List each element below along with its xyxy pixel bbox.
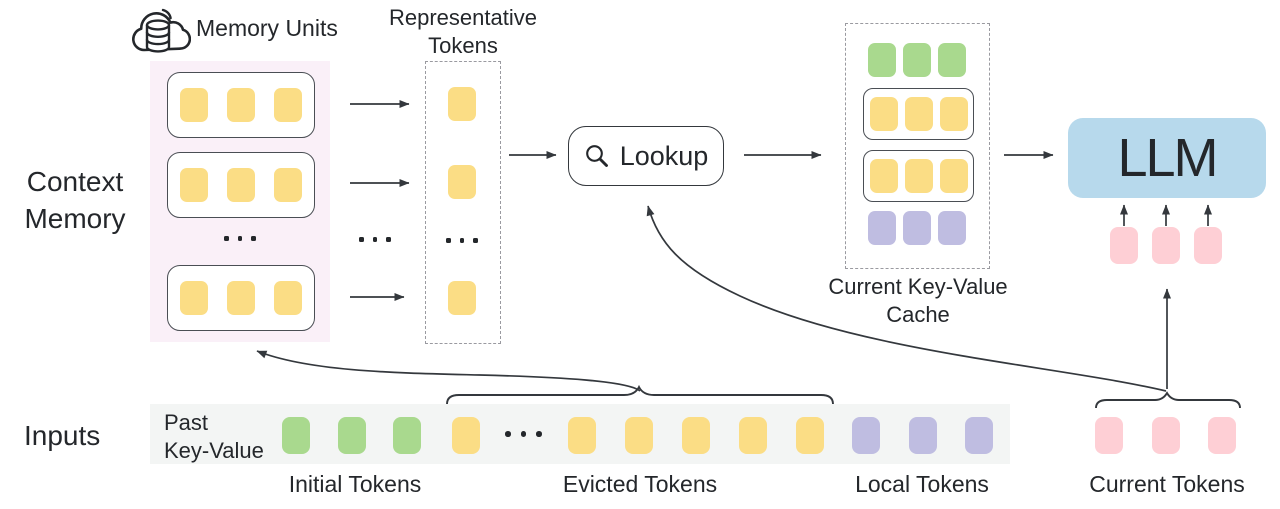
current-kv-cache-box [845, 23, 990, 269]
token-yellow [274, 281, 302, 315]
token-green [337, 417, 366, 454]
token-pink [1095, 417, 1123, 454]
lookup-button: Lookup [568, 126, 724, 186]
token-green [868, 43, 896, 77]
token-pink [1110, 227, 1138, 264]
initial-tokens-label: Initial Tokens [288, 471, 422, 497]
context-memory-panel [150, 61, 330, 342]
representative-tokens-label: Representative Tokens [389, 5, 537, 59]
curve-evicted-to-context-memory [256, 350, 641, 392]
brace-current-tokens [1095, 391, 1241, 409]
past-key-value-label: Past Key-Value [164, 410, 264, 464]
token-purple [938, 211, 966, 245]
cache-memory-row [863, 88, 974, 140]
token-purple [903, 211, 931, 245]
memory-unit-row [167, 265, 315, 331]
initial-tokens-group [282, 417, 421, 454]
token-green [938, 43, 966, 77]
token-purple [908, 417, 937, 454]
memory-cloud-database-icon [132, 8, 191, 53]
llm-box: LLM [1068, 118, 1266, 198]
context-memory-label: Context Memory [24, 166, 126, 234]
token-yellow [227, 168, 255, 202]
current-tokens-label: Current Tokens [1089, 471, 1245, 497]
memory-unit-row [167, 72, 315, 138]
token-yellow [180, 281, 208, 315]
token-yellow [180, 88, 208, 122]
token-yellow [869, 159, 898, 193]
token-pink [1151, 417, 1180, 454]
token-yellow [904, 159, 933, 193]
strip-ellipsis [505, 431, 542, 437]
mid-ellipsis [359, 237, 391, 242]
cache-initial-row [868, 43, 966, 77]
current-tokens-group [1095, 417, 1236, 454]
token-purple [868, 211, 896, 245]
token-pink [1152, 227, 1180, 264]
token-yellow [227, 88, 255, 122]
evicted-tokens-label: Evicted Tokens [562, 471, 718, 497]
token-yellow [448, 165, 476, 199]
cache-local-row [868, 211, 966, 245]
cache-memory-row [863, 150, 974, 202]
token-yellow [796, 417, 824, 454]
token-yellow [939, 97, 968, 131]
token-yellow [904, 97, 933, 131]
token-yellow [625, 417, 653, 454]
token-pink [1208, 417, 1236, 454]
memory-unit-row [167, 152, 315, 218]
representative-tokens-box [425, 61, 501, 344]
local-tokens-group [852, 417, 993, 454]
token-yellow [869, 97, 898, 131]
lookup-label: Lookup [619, 140, 709, 171]
token-yellow [939, 159, 968, 193]
llm-label: LLM [1117, 128, 1218, 188]
local-tokens-label: Local Tokens [855, 471, 989, 497]
token-yellow [682, 417, 710, 454]
token-yellow [274, 88, 302, 122]
token-yellow [568, 417, 596, 454]
token-yellow [448, 87, 476, 121]
token-green [282, 417, 310, 454]
token-yellow [739, 417, 767, 454]
evicted-tokens-group [568, 417, 824, 454]
current-kv-cache-label: Current Key-Value Cache [828, 274, 1008, 328]
representative-ellipsis [446, 238, 478, 243]
token-yellow [274, 168, 302, 202]
token-pink [1194, 227, 1222, 264]
token-yellow [227, 281, 255, 315]
brace-evicted-tokens [446, 384, 834, 405]
llm-input-tokens [1110, 227, 1222, 264]
token-purple [852, 417, 880, 454]
token-purple [965, 417, 993, 454]
token-yellow [180, 168, 208, 202]
token-yellow [448, 281, 476, 315]
token-green [903, 43, 931, 77]
search-icon [585, 145, 608, 167]
memory-units-label: Memory Units [196, 15, 338, 41]
evicted-head-token [452, 417, 480, 454]
memory-ellipsis [224, 236, 256, 241]
token-green [393, 417, 421, 454]
token-yellow [452, 417, 480, 454]
inputs-label: Inputs [24, 420, 101, 451]
